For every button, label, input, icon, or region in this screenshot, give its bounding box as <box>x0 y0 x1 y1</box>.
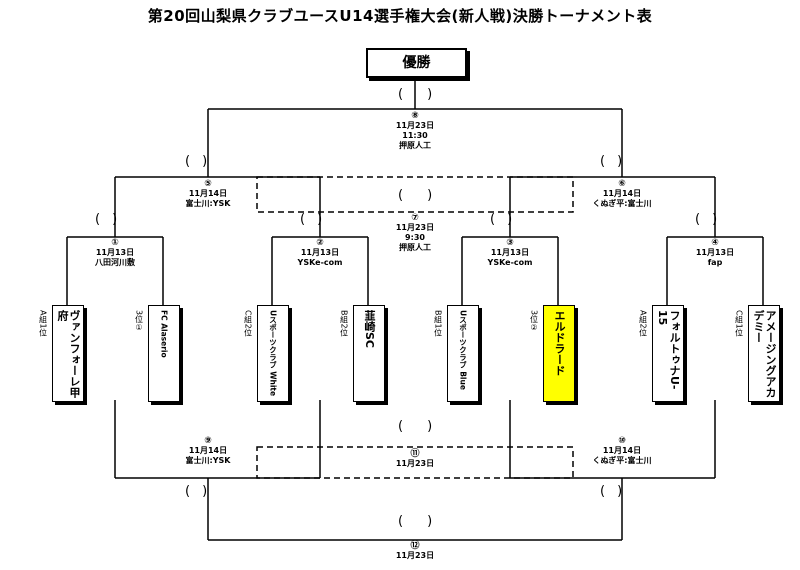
team-box: アメージングアカデミー <box>748 305 780 402</box>
seed-label: B組1位 <box>433 310 443 337</box>
score-placeholder: () <box>600 154 635 169</box>
score-placeholder: () <box>398 419 457 434</box>
seed-label: A組1位 <box>38 310 48 337</box>
page-title: 第20回山梨県クラブユースU14選手権大会(新人戦)決勝トーナメント表 <box>147 7 653 25</box>
score-placeholder: () <box>490 212 525 227</box>
team-box: 韮崎SC <box>353 305 385 402</box>
score-placeholder: () <box>695 212 730 227</box>
team-box: Uスポーツクラブ White <box>257 305 289 402</box>
team-box: フォルトゥナU-15 <box>652 305 684 402</box>
team-box-highlighted: エルドラード <box>543 305 575 402</box>
score-placeholder: () <box>95 212 130 227</box>
score-placeholder: () <box>398 87 457 102</box>
match-info: ⑧ 11月23日 11:30 押原人工 <box>395 111 435 150</box>
seed-label: C組1位 <box>734 310 744 337</box>
score-placeholder: () <box>398 514 457 529</box>
match-info: ① 11月13日 八田河川敷 <box>95 238 135 267</box>
seed-label: 3位① <box>134 310 144 333</box>
champion-box: 優勝 <box>366 48 467 78</box>
match-info: ⑩ 11月14日 くぬぎ平:富士川 <box>592 436 652 465</box>
score-placeholder: () <box>398 188 457 203</box>
team-box: Uスポーツクラブ Blue <box>447 305 479 402</box>
seed-label: A組2位 <box>638 310 648 337</box>
score-placeholder: () <box>185 484 220 499</box>
seed-label: C組2位 <box>243 310 253 337</box>
match-info: ⑪ 11月23日 <box>395 449 435 468</box>
team-box: ヴァンフォーレ甲府 <box>52 305 84 402</box>
match-info: ④ 11月13日 fap <box>695 238 735 267</box>
score-placeholder: () <box>185 154 220 169</box>
team-box: FC Alaserio <box>148 305 180 402</box>
score-placeholder: () <box>600 484 635 499</box>
match-info: ⑫ 11月23日 <box>395 541 435 560</box>
match-info: ⑥ 11月14日 くぬぎ平:富士川 <box>592 179 652 208</box>
seed-label: B組2位 <box>339 310 349 337</box>
match-info: ② 11月13日 YSKe-com <box>297 238 343 267</box>
match-info: ⑤ 11月14日 富士川:YSK <box>185 179 231 208</box>
match-info: ⑨ 11月14日 富士川:YSK <box>185 436 231 465</box>
score-placeholder: () <box>300 212 335 227</box>
match-info: ⑦ 11月23日 9:30 押原人工 <box>395 213 435 252</box>
match-info: ③ 11月13日 YSKe-com <box>487 238 533 267</box>
seed-label: 3位② <box>529 310 539 333</box>
